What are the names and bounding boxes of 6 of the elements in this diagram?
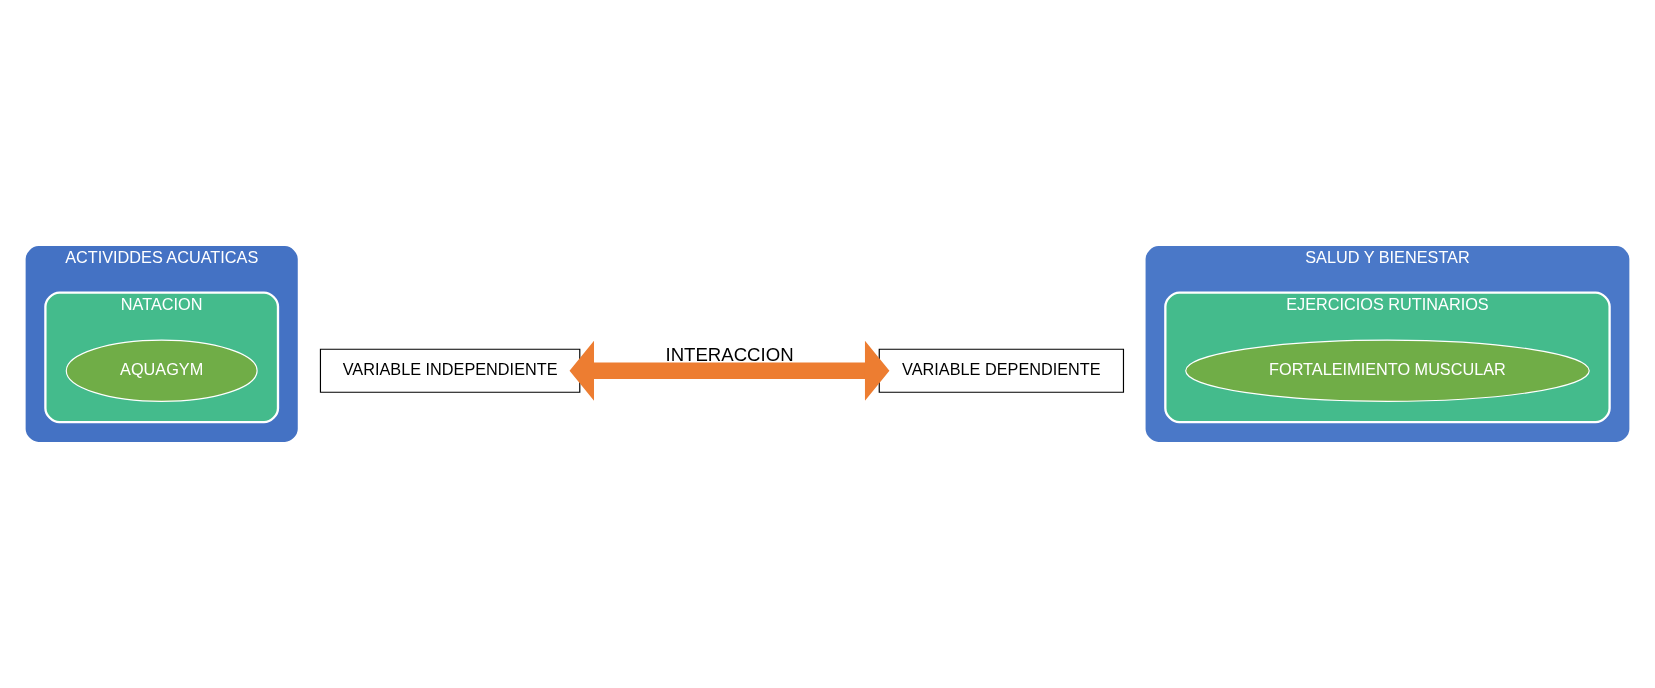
node-box: VARIABLE DEPENDIENTE [878,348,1125,393]
node-box: VARIABLE INDEPENDIENTE [319,348,581,393]
node-ellipse: FORTALEIMIENTO MUSCULAR [1185,339,1590,402]
edge-label: INTERACCION [665,344,794,366]
arrow [569,340,890,401]
node-ellipse: AQUAGYM [65,339,258,402]
